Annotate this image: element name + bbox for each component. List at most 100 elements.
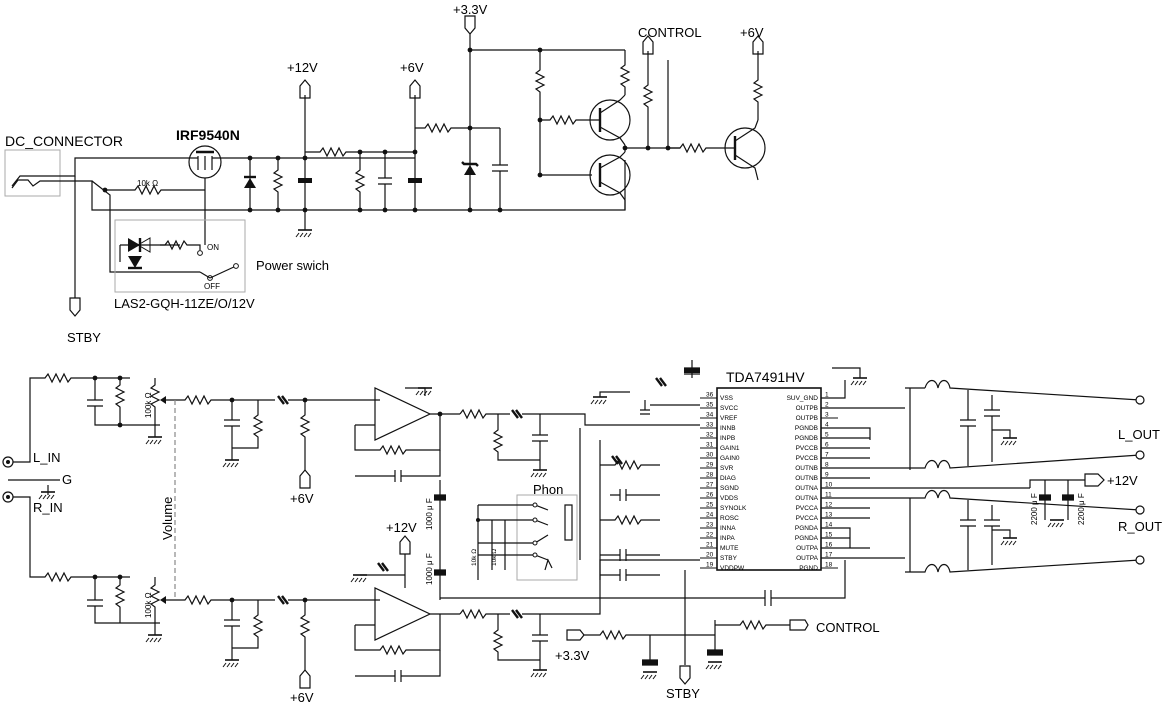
audio-section: [2, 360, 1145, 689]
r10k-label: 10k Ω: [137, 179, 158, 188]
g-label: G: [62, 472, 72, 487]
ic-right-pin-num: 3: [825, 412, 829, 419]
volume-label: Volume: [160, 497, 175, 540]
ic-right-pin-num: 5: [825, 432, 829, 439]
irf-label: IRF9540N: [176, 127, 240, 143]
ic-left-pin-name: GAIN0: [720, 455, 740, 462]
ic-left-pin-num: 29: [706, 462, 714, 469]
ic-left-pin-num: 30: [706, 452, 714, 459]
ic-right-pin-name: SUV_GND: [787, 395, 819, 402]
control-bottom-label: CONTROL: [816, 620, 880, 635]
ic-left-pin-num: 19: [706, 562, 714, 569]
ic-left-pin-num: 23: [706, 522, 714, 529]
ic-left-pin-num: 32: [706, 432, 714, 439]
ic-left-pin-name: ROSC: [720, 515, 739, 522]
mosfet-irf9540n: [185, 145, 250, 245]
ic-right-pin-num: 7: [825, 452, 829, 459]
stby-bottom-label: STBY: [666, 686, 700, 701]
ic-left-pin-name: INNA: [720, 525, 736, 532]
ic-left-pin-num: 24: [706, 512, 714, 519]
ic-right-pin-name: OUTPB: [796, 415, 818, 422]
power-switch-label: Power swich: [256, 258, 329, 273]
ic-right-pin-num: 9: [825, 472, 829, 479]
ic-left-pin-num: 25: [706, 502, 714, 509]
cap-1000-a-label: 1000 μ F: [425, 498, 434, 530]
r-out-label: R_OUT: [1118, 519, 1162, 534]
ic-left-pin-name: STBY: [720, 555, 738, 562]
ic-left-pin-name: SYNOLK: [720, 505, 747, 512]
on-label: ON: [207, 243, 219, 252]
v33-bottom-label: +3.3V: [555, 648, 590, 663]
r10k-a-label: 10k Ω: [471, 549, 478, 566]
ic-left-pin-name: DIAG: [720, 475, 736, 482]
ic-right-pin-name: PVCCB: [796, 445, 818, 452]
ic-left-pin-num: 36: [706, 392, 714, 399]
ic-right-pin-name: PGNDB: [795, 435, 818, 442]
control-top-label: CONTROL: [638, 25, 702, 40]
cap-1000-b-label: 1000 μ F: [425, 553, 434, 585]
v33-top-label: +3.3V: [453, 2, 488, 17]
pot-bot-label: 100k Ω: [144, 592, 153, 618]
ic-right-pin-num: 18: [825, 562, 833, 569]
ic-right-pin-name: PGNDA: [795, 535, 819, 542]
ic-left-pin-num: 26: [706, 492, 714, 499]
ic-right-pin-num: 14: [825, 522, 833, 529]
v6-a-label: +6V: [290, 491, 314, 506]
ic-right-pin-name: PGNDA: [795, 525, 819, 532]
ic-right-pin-num: 12: [825, 502, 833, 509]
ic-right-pin-num: 13: [825, 512, 833, 519]
tda-label: TDA7491HV: [726, 369, 805, 385]
ic-right-pin-num: 17: [825, 552, 833, 559]
ic-left-pin-num: 35: [706, 402, 714, 409]
ic-right-pin-name: OUTPB: [796, 405, 818, 412]
r10k-b-label: 10k Ω: [491, 549, 498, 566]
v6-mid-label: +6V: [400, 60, 424, 75]
phon-label: Phon: [533, 482, 563, 497]
l-in-label: L_IN: [33, 450, 60, 465]
ic-left-pin-name: INPB: [720, 435, 735, 442]
ic-left-pin-name: SGND: [720, 485, 739, 492]
ic-right-pin-name: OUTPA: [796, 555, 819, 562]
ic-left-pin-name: SVCC: [720, 405, 738, 412]
phon-box: [516, 494, 578, 581]
dc-connector-box: [4, 149, 61, 197]
ic-left-pin-num: 28: [706, 472, 714, 479]
ic-left-pin-name: MUTE: [720, 545, 739, 552]
ic-right-pin-name: OUTNB: [795, 475, 818, 482]
ic-left-pin-num: 33: [706, 422, 714, 429]
ic-right-pin-num: 11: [825, 492, 832, 499]
ic-left-pin-name: GAIN1: [720, 445, 740, 452]
ic-left-pin-num: 20: [706, 552, 714, 559]
ic-right-pin-name: PVCCB: [796, 455, 818, 462]
ic-right-pin-name: OUTPA: [796, 545, 819, 552]
power-section: [4, 15, 766, 317]
ic-left-pin-name: VDDS: [720, 495, 739, 502]
ic-left-pin-num: 27: [706, 482, 714, 489]
switch-box: [114, 219, 246, 293]
pot-top-label: 100k Ω: [144, 392, 153, 418]
ic-right-pin-num: 1: [825, 392, 829, 399]
ic-left-pin-name: VDDPW: [720, 565, 745, 572]
v12-amp-label: +12V: [386, 520, 417, 535]
ic-right-pin-num: 8: [825, 462, 829, 469]
off-label: OFF: [204, 282, 220, 291]
ic-right-pin-num: 4: [825, 422, 829, 429]
ic-left-pin-name: VSS: [720, 395, 734, 402]
ic-left-pin-name: VREF: [720, 415, 737, 422]
v6-b-label: +6V: [290, 690, 314, 705]
ic-left-pin-name: INPA: [720, 535, 735, 542]
ic-left-pin-num: 31: [706, 442, 714, 449]
v12-top-label: +12V: [287, 60, 318, 75]
ic-right-pin-name: PVCCA: [796, 515, 819, 522]
ic-left-pin-num: 22: [706, 532, 714, 539]
ic-right-pin-name: OUTNB: [795, 465, 818, 472]
dc-connector-label: DC_CONNECTOR: [5, 133, 123, 149]
ic-right-pin-num: 6: [825, 442, 829, 449]
cap-2200-b-label: 2200 μ F: [1077, 493, 1086, 525]
ic-left-pin-num: 21: [706, 542, 714, 549]
cap-2200-a-label: 2200 μ F: [1030, 493, 1039, 525]
ic-left-pin-name: SVR: [720, 465, 734, 472]
ic-right-pin-num: 10: [825, 482, 833, 489]
ic-right-pin-num: 2: [825, 402, 829, 409]
